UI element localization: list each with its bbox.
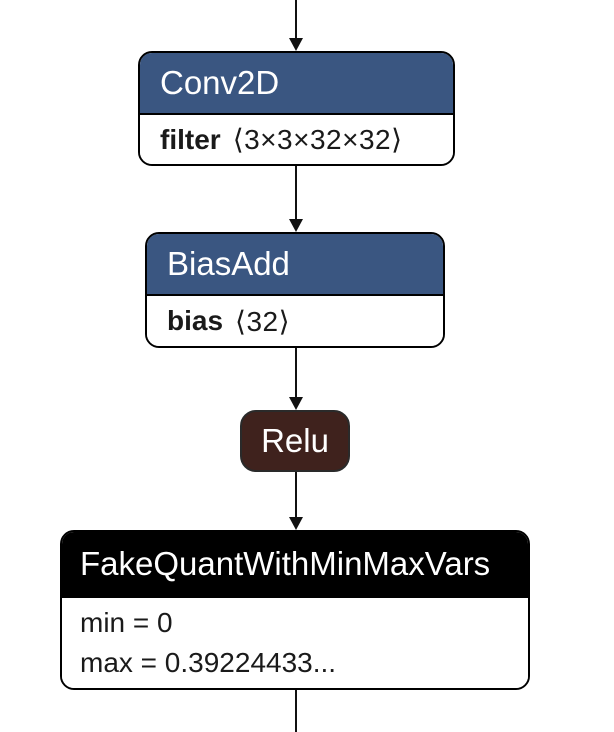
edge-fakequant-output: [288, 690, 304, 732]
node-conv2d-title: Conv2D: [140, 53, 453, 115]
attribute-shape-value: ⟨32⟩: [235, 305, 291, 337]
node-biasadd-attributes: bias ⟨32⟩: [147, 296, 443, 346]
node-conv2d[interactable]: Conv2D filter ⟨3×3×32×32⟩: [138, 51, 455, 166]
edge-line: [295, 0, 297, 38]
arrowhead-down-icon: [289, 38, 303, 51]
arrowhead-down-icon: [289, 219, 303, 232]
attribute-min-value: min = 0: [80, 607, 173, 638]
edge-conv2d-to-biasadd: [288, 166, 304, 232]
node-fakequant-attributes: min = 0 max = 0.39224433...: [62, 598, 528, 688]
attribute-max-value: max = 0.39224433...: [80, 647, 337, 678]
node-conv2d-attributes: filter ⟨3×3×32×32⟩: [140, 115, 453, 164]
edge-line: [295, 472, 297, 517]
node-biasadd-title: BiasAdd: [147, 234, 443, 296]
edge-line: [295, 348, 297, 397]
node-fakequant[interactable]: FakeQuantWithMinMaxVars min = 0 max = 0.…: [60, 530, 530, 690]
node-relu[interactable]: Relu: [240, 410, 350, 472]
edge-relu-to-fakequant: [288, 472, 304, 530]
arrowhead-down-icon: [289, 397, 303, 410]
edge-line: [295, 166, 297, 219]
node-biasadd[interactable]: BiasAdd bias ⟨32⟩: [145, 232, 445, 348]
edge-line: [295, 690, 297, 732]
edge-biasadd-to-relu: [288, 348, 304, 410]
edge-input-to-conv2d: [288, 0, 304, 51]
attribute-label: bias: [167, 305, 224, 336]
attribute-shape-value: ⟨3×3×32×32⟩: [232, 124, 403, 155]
node-fakequant-title: FakeQuantWithMinMaxVars: [62, 532, 528, 598]
attribute-label: filter: [160, 123, 221, 155]
arrowhead-down-icon: [289, 517, 303, 530]
